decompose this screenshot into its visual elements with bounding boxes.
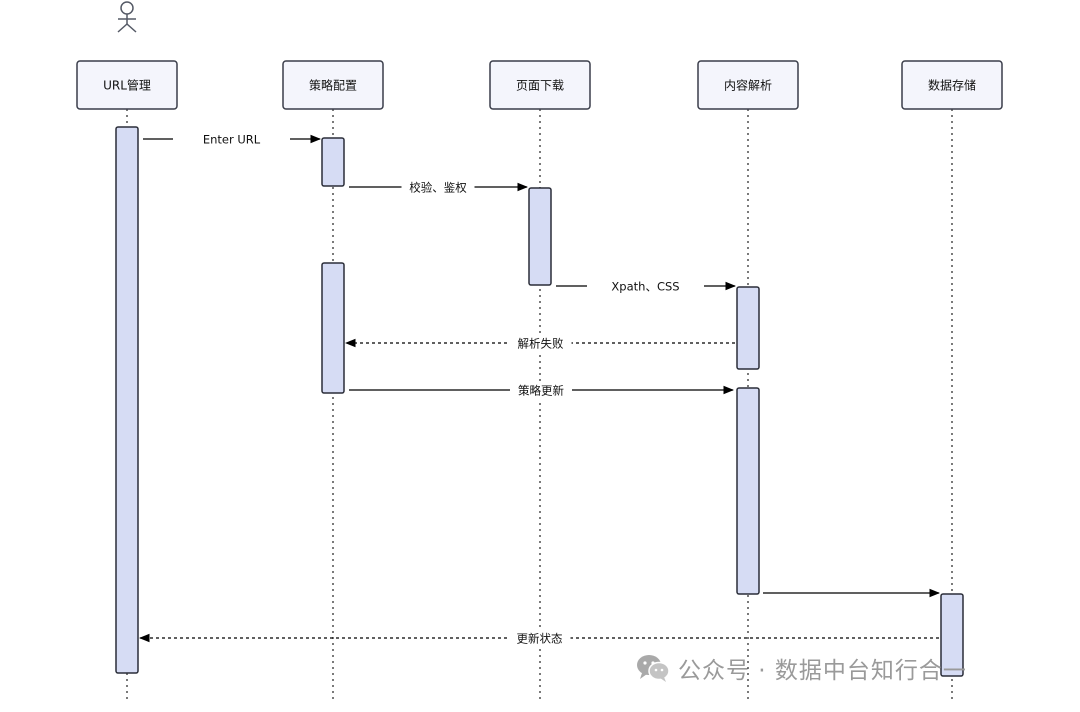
message-2: 校验、鉴权 [349,178,529,196]
participant-box [282,60,384,110]
participant-label: 页面下载 [516,79,564,93]
message-label: Xpath、CSS [611,280,679,294]
activations [115,126,964,677]
participants: URL管理 策略配置 页面下载 内容解析 数据存储 [76,60,1003,110]
message-1: Enter URL [143,130,322,148]
message-4: 解析失败 [344,334,735,352]
message-3: Xpath、CSS [556,277,737,295]
message-label-bg [587,277,704,295]
activation-bar [736,286,760,370]
message-label-bg [401,178,475,196]
activation-bar [321,262,345,394]
participant-label: 策略配置 [309,78,357,93]
message-label: 校验、鉴权 [409,181,467,195]
participant-label: URL管理 [103,78,151,93]
activation-bar [321,137,345,187]
message-label-bg [509,334,572,352]
activation-bar [736,387,760,595]
message-label: 解析失败 [518,337,564,351]
participant-download: 页面下载 [489,60,591,110]
participant-url: URL管理 [76,60,178,110]
activation-bar [528,187,552,286]
wechat-icon [637,655,670,682]
message-label: 策略更新 [518,384,564,398]
message-label-bg [508,629,571,647]
message-5: 策略更新 [349,381,735,399]
participant-parse: 内容解析 [697,60,799,110]
participant-box [697,60,799,110]
participant-policy: 策略配置 [282,60,384,110]
activation-bar [115,126,139,674]
participant-box [489,60,591,110]
message-label: Enter URL [203,133,261,147]
message-label-bg [173,130,290,148]
participant-store: 数据存储 [901,60,1003,110]
participant-label: 内容解析 [724,78,772,93]
watermark-text: 公众号 · 数据中台知行合一 [678,658,967,684]
message-7: 更新状态 [138,629,939,647]
message-label-bg [510,381,572,399]
watermark: 公众号 · 数据中台知行合一 [636,648,967,688]
participant-box [901,60,1003,110]
actor-icon [117,1,137,33]
activation-bar [940,593,964,677]
participant-box [76,60,178,110]
participant-label: 数据存储 [928,78,976,93]
message-label: 更新状态 [517,632,563,646]
